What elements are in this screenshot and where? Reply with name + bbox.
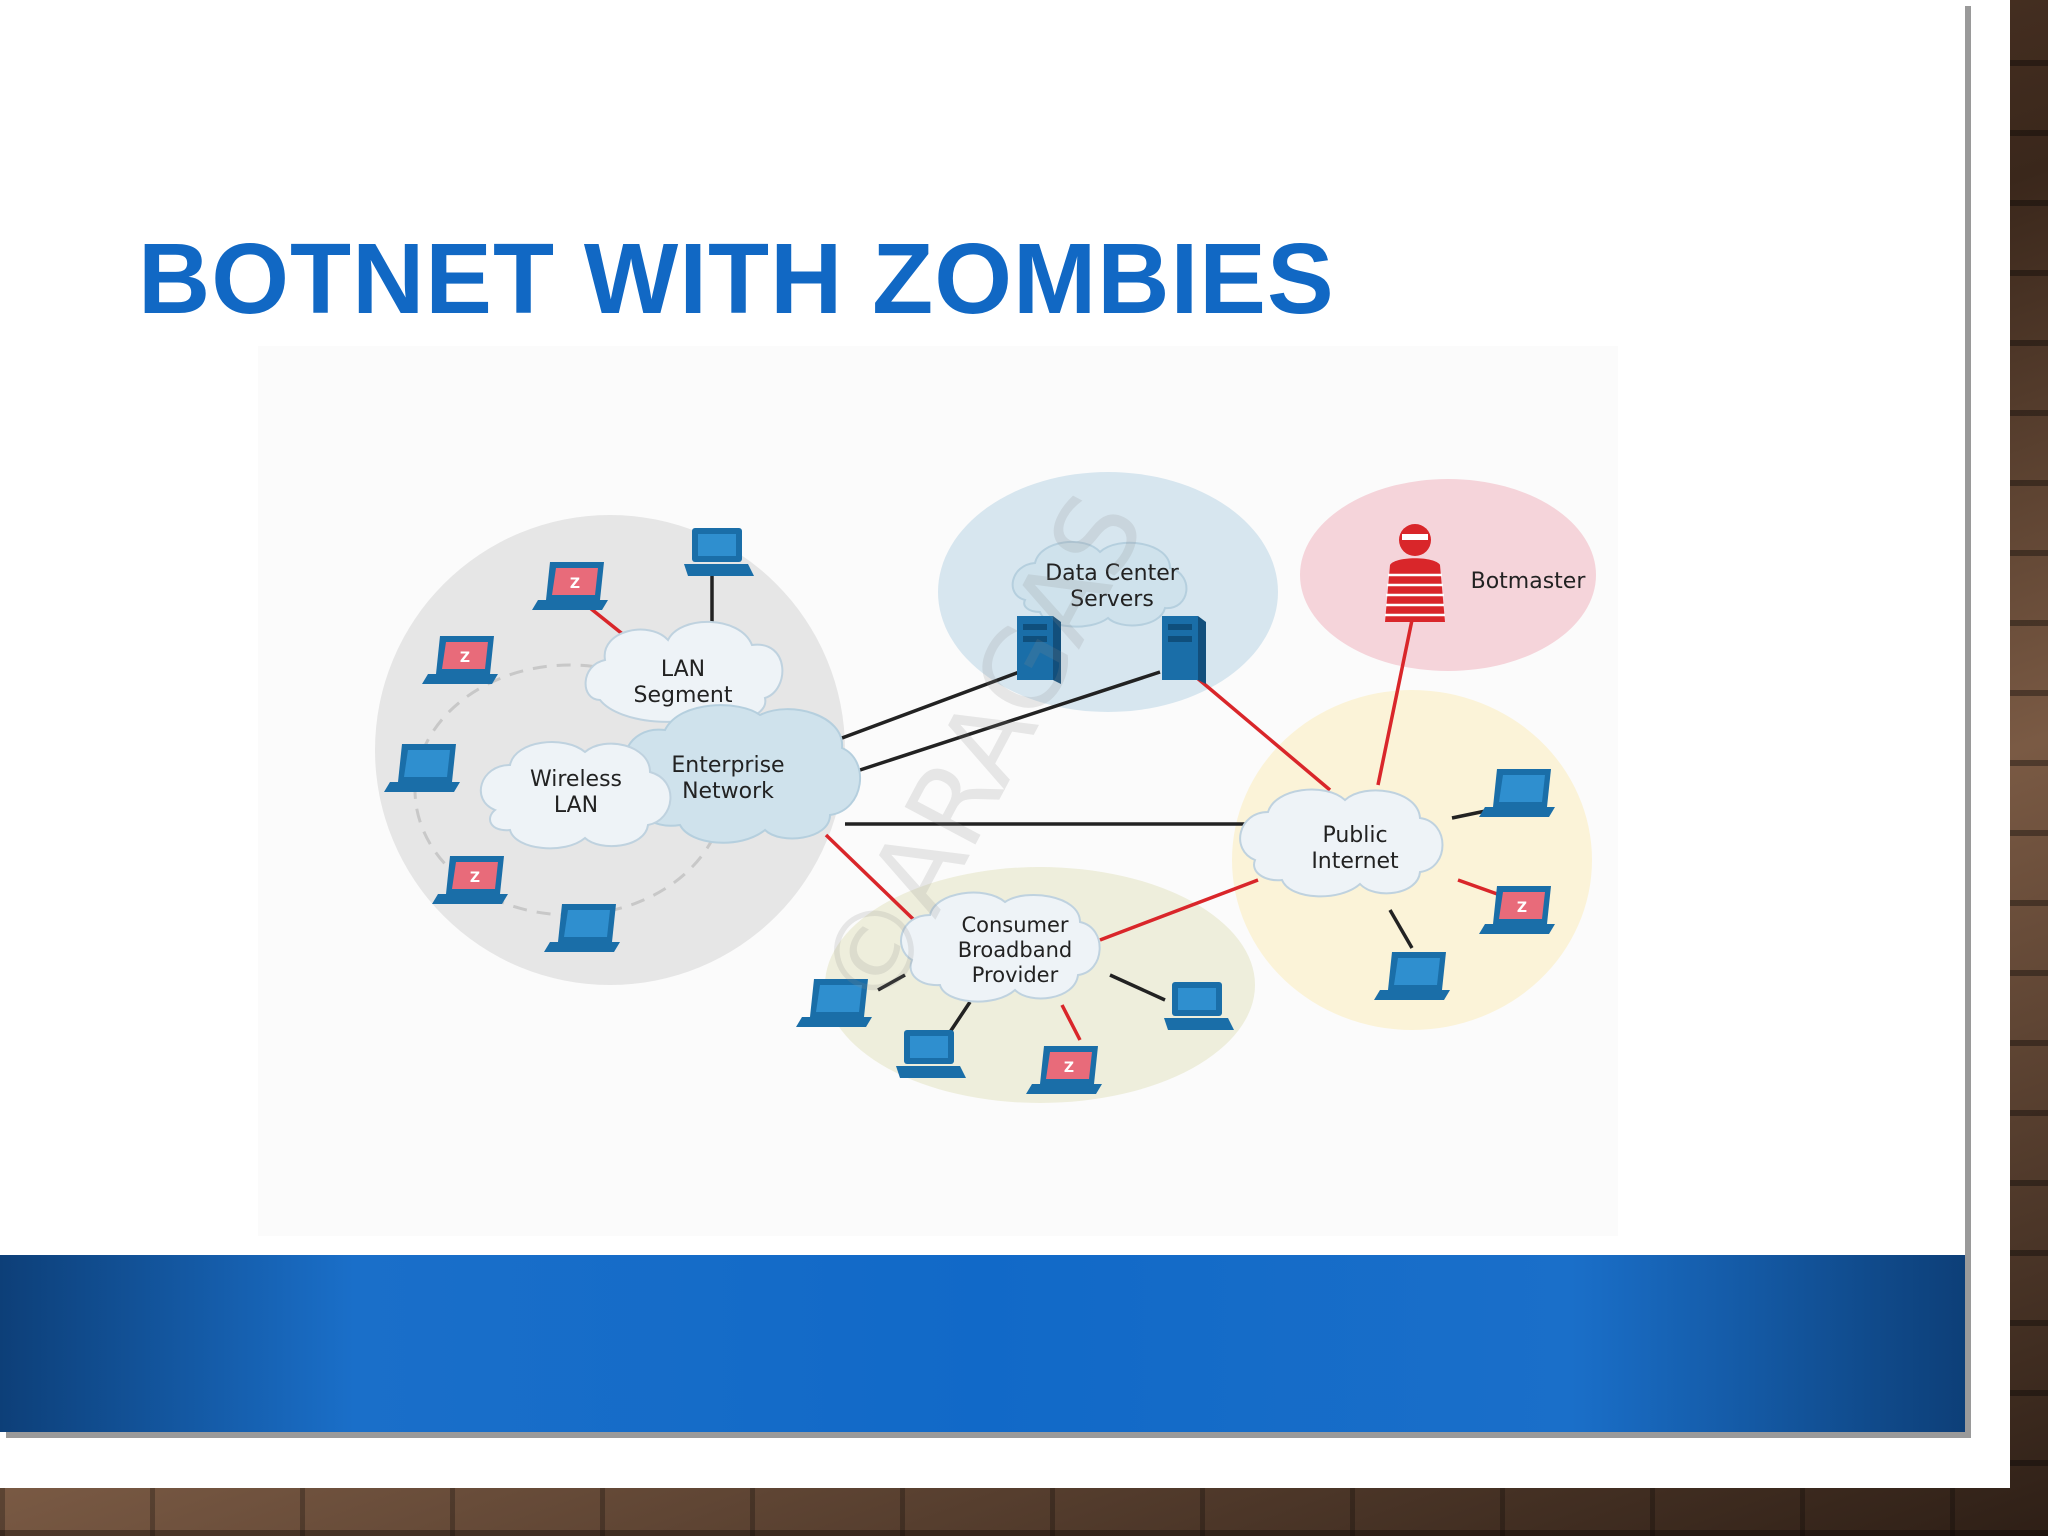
data-center-cloud: Data Center Servers <box>1011 540 1188 628</box>
svg-text:Broadband: Broadband <box>958 938 1072 962</box>
botmaster-figure: Botmaster <box>1385 524 1586 622</box>
svg-text:Internet: Internet <box>1311 849 1399 874</box>
lan-segment-cloud: LAN Segment <box>584 620 784 723</box>
wireless-lan-label: Wireless <box>530 767 622 792</box>
enterprise-network-cloud: Enterprise Network <box>623 704 862 844</box>
botmaster-label: Botmaster <box>1471 569 1587 594</box>
svg-text:Servers: Servers <box>1070 587 1154 612</box>
svg-text:Network: Network <box>682 779 774 804</box>
botmaster-region <box>1300 479 1596 671</box>
server-icon <box>1162 616 1206 684</box>
public-internet-label: Public <box>1322 823 1387 848</box>
consumer-broadband-label: Consumer <box>961 913 1068 937</box>
public-internet-cloud: Public Internet <box>1239 788 1444 898</box>
footer-band <box>0 1255 1965 1432</box>
svg-text:LAN: LAN <box>554 793 598 818</box>
slide-title: BOTNET WITH ZOMBIES <box>138 223 1335 335</box>
enterprise-network-label: Enterprise <box>671 753 784 778</box>
network-links <box>588 572 1501 1041</box>
lan-segment-label: LAN <box>661 657 705 682</box>
desktop-icon <box>684 528 754 576</box>
wireless-lan-cloud: Wireless LAN <box>479 741 672 850</box>
svg-text:Segment: Segment <box>634 683 733 708</box>
consumer-broadband-cloud: Consumer Broadband Provider <box>900 891 1101 1003</box>
data-center-label: Data Center <box>1045 561 1180 586</box>
svg-text:Provider: Provider <box>972 963 1059 987</box>
